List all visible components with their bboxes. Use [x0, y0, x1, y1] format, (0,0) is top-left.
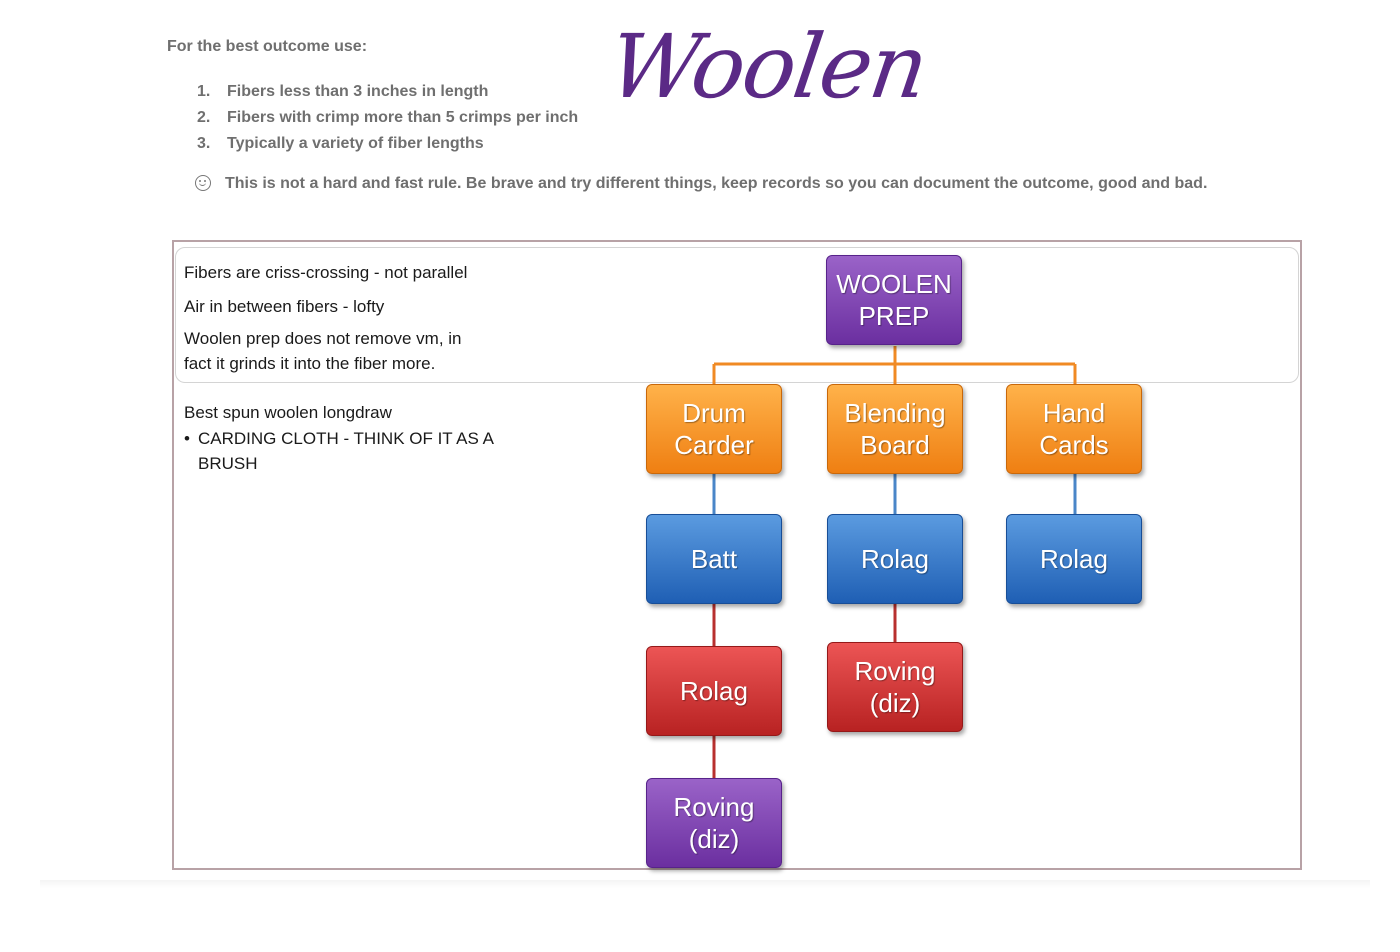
- node-rolag-blending-board: Rolag: [827, 514, 963, 604]
- node-roving-blending-board: Roving (diz): [827, 642, 963, 732]
- list-item: 1.Fibers less than 3 inches in length: [197, 83, 489, 100]
- node-batt: Batt: [646, 514, 782, 604]
- panel-line-3a: Woolen prep does not remove vm, in: [184, 329, 462, 348]
- list-item: 2.Fibers with crimp more than 5 crimps p…: [197, 109, 579, 126]
- criteria-list: 1.Fibers less than 3 inches in length 2.…: [197, 81, 578, 159]
- node-blending-board: Blending Board: [827, 384, 963, 474]
- panel-line-2: Air in between fibers - lofty: [184, 297, 385, 316]
- node-woolen-prep: WOOLEN PREP: [826, 255, 962, 345]
- list-item: 3.Typically a variety of fiber lengths: [197, 135, 484, 152]
- panel-line-1: Fibers are criss-crossing - not parallel: [184, 263, 468, 282]
- bottom-divider: [40, 880, 1370, 888]
- node-drum-carder: Drum Carder: [646, 384, 782, 474]
- bullet-item: • CARDING CLOTH - THINK OF IT AS A BRUSH: [184, 426, 514, 476]
- node-rolag-hand-cards: Rolag: [1006, 514, 1142, 604]
- note: This is not a hard and fast rule. Be bra…: [195, 175, 1207, 193]
- intro-text: For the best outcome use:: [167, 38, 368, 55]
- bullet-dot-icon: •: [184, 429, 190, 448]
- note-text: This is not a hard and fast rule. Be bra…: [225, 175, 1208, 192]
- node-hand-cards: Hand Cards: [1006, 384, 1142, 474]
- top-band: [175, 247, 1299, 383]
- node-roving-drum-carder: Roving (diz): [646, 778, 782, 868]
- smiley-icon: [195, 175, 211, 191]
- node-rolag-drum-carder: Rolag: [646, 646, 782, 736]
- panel-line-3b: fact it grinds it into the fiber more.: [184, 354, 436, 373]
- panel-line-4: Best spun woolen longdraw: [184, 403, 392, 422]
